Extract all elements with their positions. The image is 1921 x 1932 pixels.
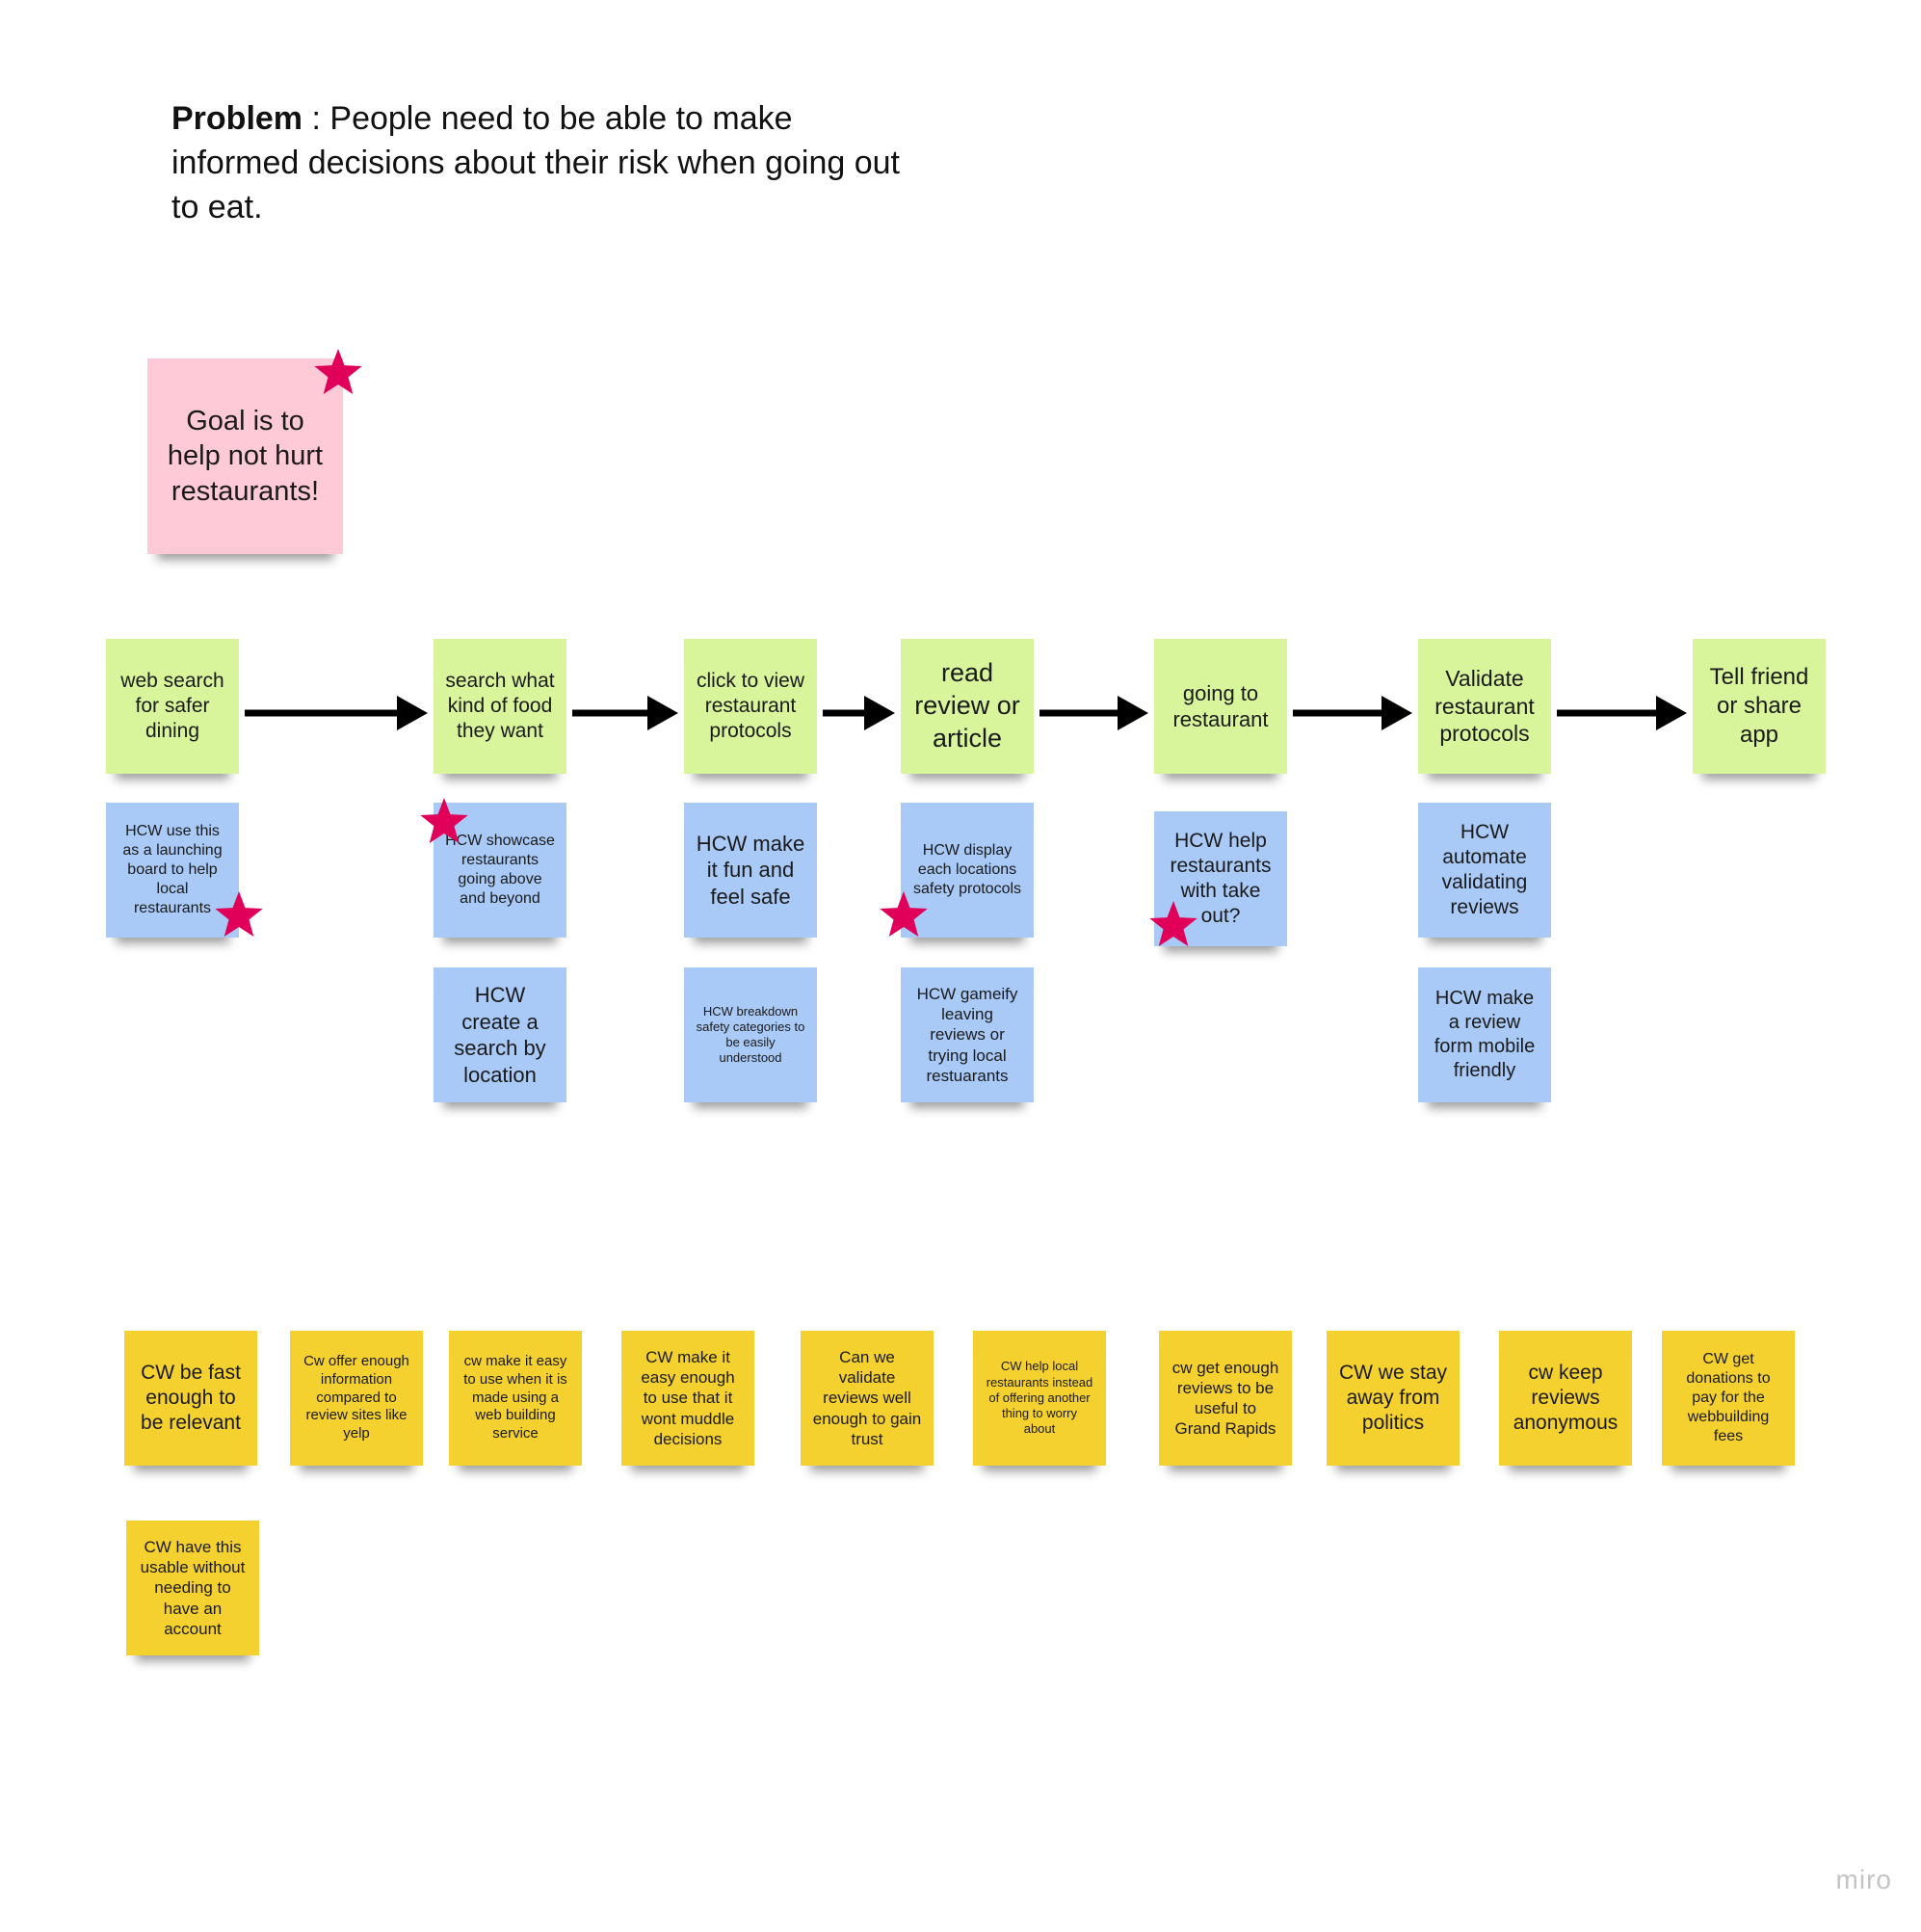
journey-step-7[interactable]: Tell friend or share app [1693, 639, 1826, 774]
star-icon [420, 798, 468, 843]
constraint-note[interactable]: CW help local restaurants instead of off… [973, 1331, 1106, 1466]
idea-note-text: HCW breakdown safety categories to be ea… [696, 1003, 805, 1066]
journey-step-3-text: click to view restaurant protocols [696, 669, 805, 743]
constraint-note-text: CW get donations to pay for the webbuild… [1686, 1351, 1771, 1444]
constraint-note[interactable]: CW make it easy enough to use that it wo… [621, 1331, 754, 1466]
idea-note-text: HCW help restaurants with take out? [1170, 829, 1272, 928]
star-icon [215, 891, 263, 937]
journey-step-6-text: Validate restaurant protocols [1434, 665, 1535, 747]
idea-note[interactable]: HCW display each locations safety protoc… [901, 803, 1034, 938]
idea-note[interactable]: HCW breakdown safety categories to be ea… [684, 967, 817, 1102]
journey-step-5-text: going to restaurant [1172, 680, 1269, 732]
journey-step-7-text: Tell friend or share app [1709, 664, 1809, 748]
constraint-note[interactable]: cw get enough reviews to be useful to Gr… [1159, 1331, 1292, 1466]
constraint-note[interactable]: CW be fast enough to be relevant [124, 1331, 257, 1466]
constraint-note[interactable]: CW get donations to pay for the webbuild… [1662, 1331, 1795, 1466]
constraint-note[interactable]: cw make it easy to use when it is made u… [449, 1331, 582, 1466]
flow-arrow [1293, 696, 1412, 730]
constraint-note-text: CW be fast enough to be relevant [141, 1361, 241, 1435]
idea-note-text: HCW make it fun and feel safe [696, 831, 805, 909]
constraint-note[interactable]: Can we validate reviews well enough to g… [801, 1331, 934, 1466]
idea-note[interactable]: HCW showcase restaurants going above and… [434, 803, 566, 938]
constraint-note-text: cw get enough reviews to be useful to Gr… [1171, 1358, 1279, 1439]
miro-watermark: miro [1835, 1865, 1892, 1894]
idea-note-text: HCW create a search by location [454, 983, 546, 1087]
journey-step-3[interactable]: click to view restaurant protocols [684, 639, 817, 774]
journey-step-1-text: web search for safer dining [120, 669, 224, 743]
constraint-note[interactable]: CW we stay away from politics [1327, 1331, 1460, 1466]
idea-note-text: HCW use this as a launching board to hel… [122, 823, 223, 916]
star-icon [1149, 901, 1197, 946]
journey-step-2[interactable]: search what kind of food they want [434, 639, 566, 774]
star-icon [880, 891, 928, 937]
problem-statement: Problem : People need to be able to make… [171, 96, 904, 229]
constraint-note-text: cw keep reviews anonymous [1513, 1361, 1618, 1435]
idea-note-text: HCW gameify leaving reviews or trying lo… [916, 984, 1018, 1085]
idea-note[interactable]: HCW use this as a launching board to hel… [106, 803, 239, 938]
flow-arrow [823, 696, 895, 730]
journey-step-4-text: read review or article [914, 658, 1020, 753]
flow-arrow [1039, 696, 1148, 730]
journey-step-5[interactable]: going to restaurant [1154, 639, 1287, 774]
constraint-note-text: Can we validate reviews well enough to g… [812, 1347, 922, 1448]
idea-note[interactable]: HCW make a review form mobile friendly [1418, 967, 1551, 1102]
idea-note[interactable]: HCW gameify leaving reviews or trying lo… [901, 967, 1034, 1102]
idea-note-text: HCW display each locations safety protoc… [912, 842, 1022, 897]
journey-step-4[interactable]: read review or article [901, 639, 1034, 774]
constraint-note[interactable]: Cw offer enough information compared to … [290, 1331, 423, 1466]
idea-note[interactable]: HCW make it fun and feel safe [684, 803, 817, 938]
constraint-note[interactable]: cw keep reviews anonymous [1499, 1331, 1632, 1466]
idea-note-text: HCW make a review form mobile friendly [1434, 988, 1536, 1081]
constraint-note[interactable]: CW have this usable without needing to h… [126, 1521, 259, 1655]
constraint-note-text: CW make it easy enough to use that it wo… [641, 1347, 735, 1448]
flow-arrow [245, 696, 428, 730]
flow-arrow [1557, 696, 1687, 730]
problem-label: Problem [171, 100, 303, 137]
problem-separator: : [303, 100, 330, 137]
idea-note-text: HCW showcase restaurants going above and… [445, 833, 555, 907]
flow-arrow [572, 696, 678, 730]
journey-step-1[interactable]: web search for safer dining [106, 639, 239, 774]
idea-note[interactable]: HCW automate validating reviews [1418, 803, 1551, 938]
constraint-note-text: CW we stay away from politics [1338, 1361, 1447, 1435]
journey-step-2-text: search what kind of food they want [445, 669, 555, 743]
constraint-note-text: cw make it easy to use when it is made u… [463, 1353, 567, 1442]
goal-note[interactable]: Goal is to help not hurt restaurants! [147, 358, 343, 554]
star-icon [314, 349, 362, 394]
problem-text: People need to be able to make informed … [171, 100, 900, 225]
idea-note[interactable]: HCW create a search by location [434, 967, 566, 1102]
goal-note-text: Goal is to help not hurt restaurants! [167, 406, 324, 507]
idea-note-text: HCW automate validating reviews [1441, 820, 1528, 919]
constraint-note-text: CW have this usable without needing to h… [140, 1537, 246, 1638]
journey-step-6[interactable]: Validate restaurant protocols [1418, 639, 1551, 774]
constraint-note-text: CW help local restaurants instead of off… [986, 1359, 1093, 1437]
constraint-note-text: Cw offer enough information compared to … [303, 1353, 409, 1442]
